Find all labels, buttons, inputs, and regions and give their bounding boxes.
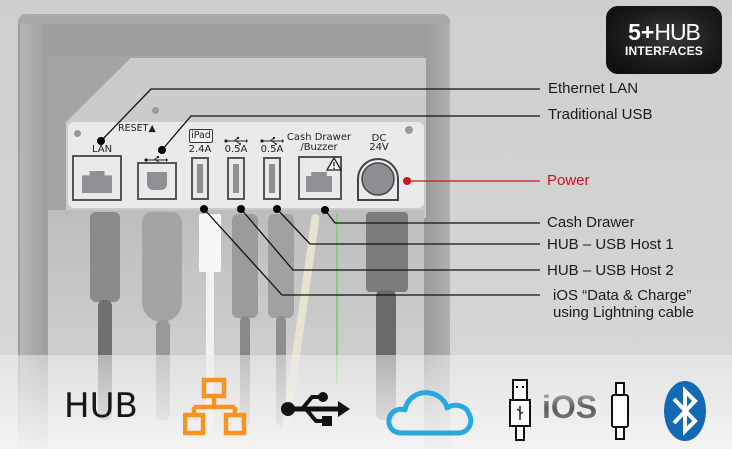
usb-host-1-cable-plug (232, 214, 258, 318)
dot-power (403, 177, 411, 185)
dc-power-port[interactable] (355, 156, 401, 202)
lightning-cable-plug (199, 214, 221, 272)
cash-drawer-label-line1: Cash Drawer (286, 132, 352, 143)
dot-usb-b (158, 146, 166, 154)
cloud-icon (384, 383, 478, 442)
lightning-connector-icon (610, 381, 630, 448)
badge-hub: HUB (654, 19, 701, 45)
usb-host-2-current: 0.5A (260, 144, 284, 155)
ios-logo: iOS (542, 389, 598, 425)
callout-ios-line1: iOS “Data & Charge” (553, 287, 692, 304)
dc-label-line2: 24V (369, 142, 389, 153)
ipad-port-current: 2.4A (188, 144, 212, 155)
line-ethernet (100, 88, 540, 142)
lan-port-label: LAN (91, 144, 113, 155)
dot-usb-host-2 (273, 205, 281, 213)
line-usb-host-2 (240, 208, 540, 271)
screw-left (74, 130, 81, 137)
callout-cash-drawer: Cash Drawer (547, 214, 635, 231)
ipad-label: iPad (189, 129, 213, 143)
usb-host-1-current: 0.5A (224, 144, 248, 155)
usb-host-1-icon (224, 133, 248, 145)
bluetooth-icon (662, 379, 708, 448)
warning-icon (325, 156, 343, 176)
ethernet-network-icon (182, 377, 247, 446)
callout-power: Power (547, 172, 590, 189)
line-usb (161, 115, 540, 151)
line-usb-host-1 (276, 208, 540, 245)
callout-ios-line2: using Lightning cable (553, 304, 694, 321)
callout-traditional-usb: Traditional USB (548, 106, 653, 123)
hub-text: HUB (64, 386, 138, 426)
screw-right (405, 126, 413, 134)
usb-host-2-port[interactable] (263, 157, 281, 200)
callout-ethernet-lan: Ethernet LAN (548, 80, 639, 97)
hub-interfaces-badge: 5+HUB INTERFACES (606, 6, 722, 74)
ipad-usb-port[interactable] (191, 157, 209, 200)
line-cash-drawer (324, 209, 540, 224)
bottom-icon-strip (0, 355, 732, 449)
usb-b-port[interactable] (137, 162, 177, 200)
lan-port[interactable] (72, 155, 122, 201)
dc-label-line1: DC (371, 133, 387, 144)
lightning-cable (206, 270, 214, 430)
cash-drawer-label-line2: /Buzzer (300, 142, 338, 153)
lan-cable-plug (90, 212, 120, 302)
dot-cash-drawer (321, 206, 329, 214)
usb-icon (280, 389, 350, 434)
callout-usb-host-2: HUB – USB Host 2 (547, 262, 674, 279)
dot-ipad (200, 205, 208, 213)
badge-interfaces: INTERFACES (624, 44, 703, 58)
device-left-rim (20, 24, 42, 449)
callout-usb-host-1: HUB – USB Host 1 (547, 236, 674, 253)
reset-label: RESET▲ (118, 123, 156, 134)
dot-lan (97, 137, 105, 145)
line-ios (203, 208, 540, 296)
ground-wire (336, 214, 338, 384)
usb-b-cable-plug (142, 212, 182, 322)
screw-top (152, 107, 159, 114)
usb-host-2-icon (260, 133, 284, 145)
badge-number: 5+ (628, 19, 655, 45)
dot-usb-host-1 (237, 205, 245, 213)
usb-host-1-port[interactable] (227, 157, 245, 200)
usb-connector-icon (508, 378, 532, 449)
dc-cable-plug (366, 212, 408, 292)
